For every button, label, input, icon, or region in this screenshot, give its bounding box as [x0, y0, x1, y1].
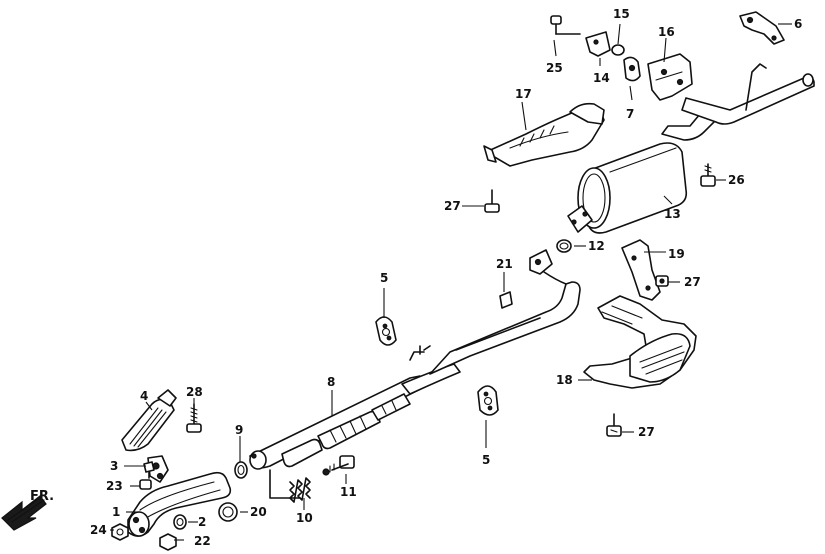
- heat-shield-upper: [483, 102, 605, 167]
- bolt-27-c: [606, 413, 622, 437]
- callout-23: 23: [106, 479, 123, 493]
- callout-7: 7: [626, 107, 634, 121]
- hanger-rubber-7: [623, 56, 641, 82]
- callout-5-upper: 5: [380, 271, 388, 285]
- tail-pipe: [681, 63, 815, 125]
- callout-11: 11: [340, 485, 357, 499]
- callout-22: 22: [194, 534, 211, 548]
- bracket-14: [585, 31, 611, 57]
- front-direction-arrow: FR.: [1, 489, 54, 531]
- callout-3: 3: [110, 459, 118, 473]
- callout-27-right: 27: [684, 275, 701, 289]
- heat-shield-lower: [121, 389, 177, 452]
- gasket-12: [556, 239, 572, 253]
- exhaust-pipe-a: [127, 455, 232, 537]
- callout-10: 10: [296, 511, 313, 525]
- bolt-25: [550, 15, 581, 35]
- callout-18: 18: [556, 373, 573, 387]
- callout-26: 26: [728, 173, 745, 187]
- callout-4: 4: [140, 389, 148, 403]
- callout-12: 12: [588, 239, 605, 253]
- hanger-rubber-21: [499, 291, 513, 309]
- gasket-20: [218, 502, 238, 522]
- callout-15: 15: [613, 7, 630, 21]
- bolt-27-b: [655, 275, 669, 287]
- callout-2: 2: [198, 515, 206, 529]
- callout-8: 8: [327, 375, 335, 389]
- callout-28: 28: [186, 385, 203, 399]
- callout-labels: 1 2 3 4 5 5 6 7 8 9 10 11 12 13 14 15 16…: [90, 7, 802, 548]
- hanger-bracket-19: [621, 239, 661, 301]
- callout-20: 20: [250, 505, 267, 519]
- callout-1: 1: [112, 505, 120, 519]
- callout-21: 21: [496, 257, 513, 271]
- spring-10: [269, 469, 311, 503]
- gasket-5-lower: [477, 385, 499, 416]
- nut-15: [611, 44, 625, 56]
- bolt-28: [186, 403, 202, 433]
- bolt-27-a: [484, 189, 500, 213]
- seal-ring-9: [234, 461, 248, 479]
- hanger-bracket-16: [647, 53, 693, 101]
- muffler-13: [567, 109, 721, 234]
- front-direction-label: FR.: [30, 489, 54, 504]
- callout-5-lower: 5: [482, 453, 490, 467]
- callout-27-bottom: 27: [638, 425, 655, 439]
- callout-16: 16: [658, 25, 675, 39]
- hardware-small-parts: [111, 461, 187, 551]
- callout-13: 13: [664, 207, 681, 221]
- callout-25: 25: [546, 61, 563, 75]
- bolt-26: [700, 163, 716, 187]
- callout-6: 6: [794, 17, 802, 31]
- callout-27-upper: 27: [444, 199, 461, 213]
- pipe-flange-upper: [529, 249, 567, 285]
- exhaust-pipe-main: [249, 281, 581, 470]
- hanger-bracket-6: [739, 11, 785, 45]
- callout-17: 17: [515, 87, 532, 101]
- callout-9: 9: [235, 423, 243, 437]
- bolt-11: [322, 455, 355, 476]
- callout-24: 24: [90, 523, 107, 537]
- callout-14: 14: [593, 71, 610, 85]
- heat-shield-18: [583, 295, 697, 389]
- callout-19: 19: [668, 247, 685, 261]
- gasket-5-upper: [375, 316, 397, 346]
- leader-lines: [110, 23, 792, 541]
